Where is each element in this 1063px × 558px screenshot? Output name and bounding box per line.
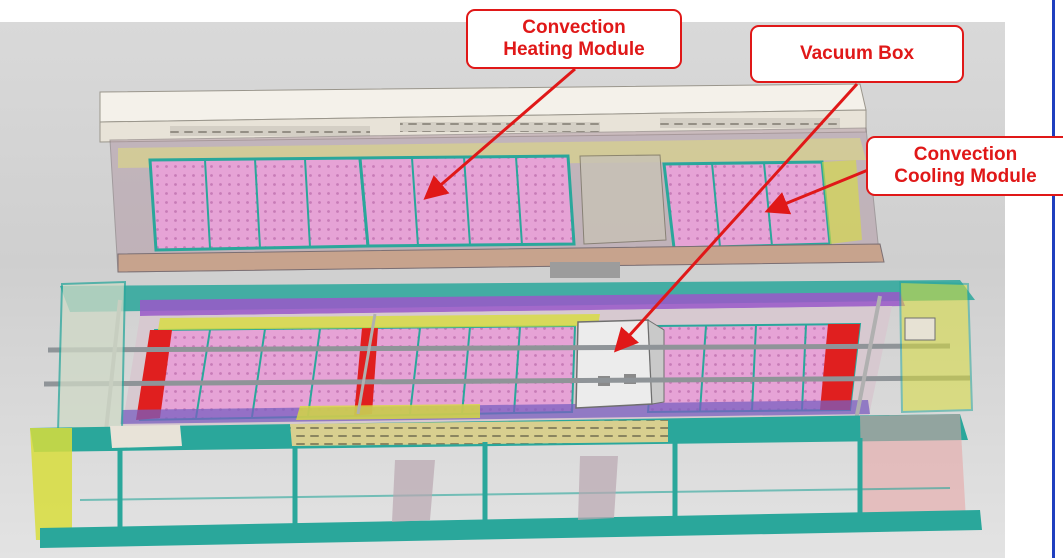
callout-vacuum-label: Vacuum Box [799,43,915,64]
cooling-module-panels [579,154,862,250]
right-border-rule [1052,0,1055,558]
callout-heating-label: Convection Heating Module [503,17,645,60]
callout-cooling-label: Convection Cooling Module [894,144,1037,187]
vacuum-box [575,319,665,409]
lower-frame [30,414,982,548]
callout-vacuum-box: Vacuum Box [750,25,964,83]
callout-cooling-module: Convection Cooling Module [866,136,1063,196]
heating-module-panels [148,154,576,252]
callout-heating-module: Convection Heating Module [466,9,682,69]
conveyor-base [60,280,975,428]
side-frames [56,280,974,434]
